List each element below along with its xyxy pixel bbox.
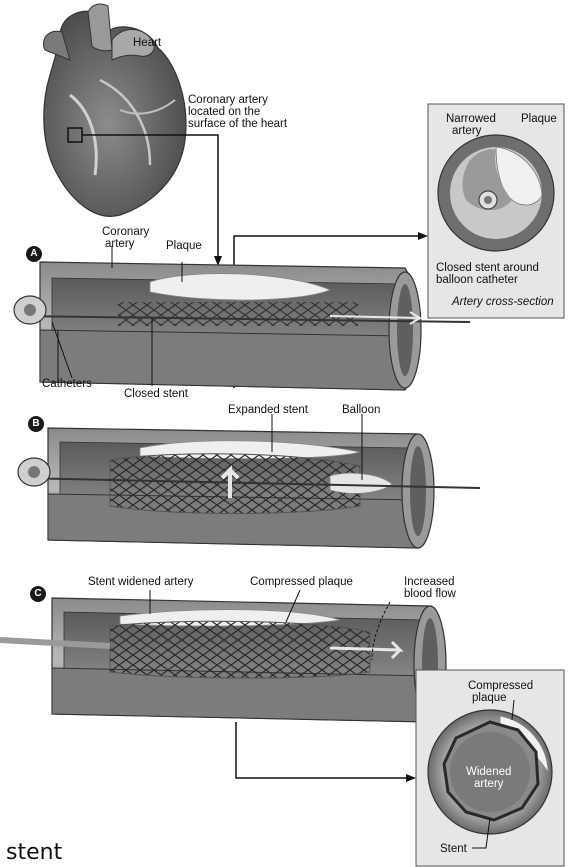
narrowed-artery-label-line1: Narrowed <box>446 113 496 125</box>
inset-compressed-plaque-line1: Compressed <box>468 680 533 692</box>
cross-section-top-drawing <box>438 135 554 251</box>
artery-cross-section-caption: Artery cross-section <box>452 296 554 308</box>
closed-stent-label: Closed stent <box>124 388 188 400</box>
panel-c-vessel <box>0 598 446 722</box>
panel-c-badge: C <box>30 586 46 602</box>
panel-c-to-inset-connector <box>236 722 412 778</box>
coronary-artery-label-line2: artery <box>105 238 134 250</box>
panel-a-vessel <box>14 262 470 390</box>
coronary-artery-label-line1: Coronary <box>102 226 149 238</box>
panel-b-vessel <box>18 428 480 548</box>
closed-stent-around-label-line1: Closed stent around <box>436 262 539 274</box>
heart-label: Heart <box>133 37 161 49</box>
panel-b-badge: B <box>28 416 44 432</box>
increased-blood-flow-label-line1: Increased <box>404 576 455 588</box>
stent-widened-artery-label: Stent widened artery <box>88 576 193 588</box>
panel-a-plaque-label: Plaque <box>166 240 202 252</box>
catheters-label: Catheters <box>42 378 92 390</box>
heart-drawing <box>44 4 186 216</box>
coronary-note-line1: Coronary artery <box>188 94 268 106</box>
widened-artery-label-line1: Widened <box>466 766 511 778</box>
narrowed-artery-label-line2: artery <box>452 125 481 137</box>
closed-stent-around-label-line2: balloon catheter <box>436 274 518 286</box>
inset-plaque-label: Plaque <box>521 113 557 125</box>
coronary-note-line2: located on the <box>188 106 260 118</box>
coronary-note-line3: surface of the heart <box>188 118 287 130</box>
inset-stent-label: Stent <box>440 843 467 855</box>
inset-compressed-plaque-line2: plaque <box>472 692 507 704</box>
figure-caption: stent <box>6 840 62 865</box>
panel-a-badge: A <box>26 246 42 262</box>
compressed-plaque-label: Compressed plaque <box>250 576 353 588</box>
expanded-stent-label: Expanded stent <box>228 404 308 416</box>
increased-blood-flow-label-line2: blood flow <box>404 588 456 600</box>
balloon-label: Balloon <box>342 404 380 416</box>
widened-artery-label-line2: artery <box>474 778 503 790</box>
